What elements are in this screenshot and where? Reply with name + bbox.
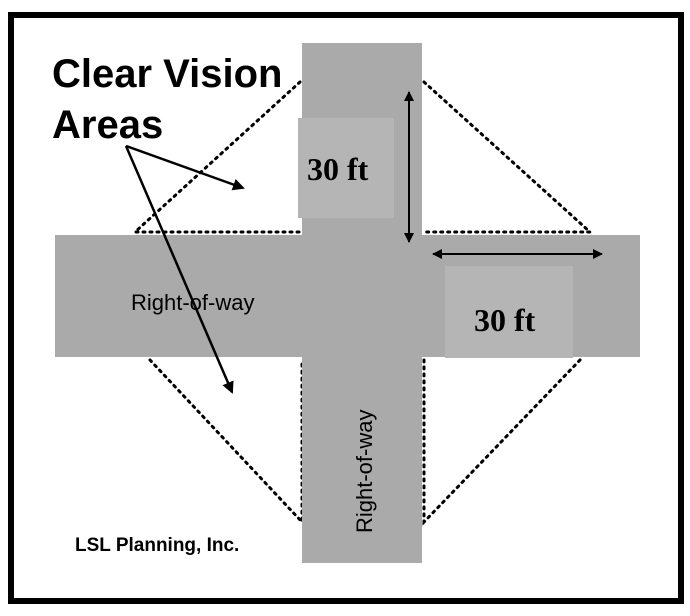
dimension-label-horizontal: 30 ft <box>474 302 536 338</box>
right-of-way-label-vertical: Right-of-way <box>352 410 377 533</box>
triangle-bottom-right <box>422 358 582 526</box>
right-of-way-label-horizontal: Right-of-way <box>131 290 254 315</box>
triangle-bottom-left <box>148 358 304 526</box>
title-line-2: Areas <box>52 103 163 147</box>
pointer-arrow-upper <box>125 144 245 191</box>
triangle-top-right <box>422 80 594 234</box>
triangle-top-left <box>131 80 302 234</box>
dimension-label-box-horizontal <box>445 266 573 358</box>
dimension-label-vertical: 30 ft <box>307 151 369 187</box>
pointer-arrow-lower <box>124 145 234 394</box>
credit-text: LSL Planning, Inc. <box>75 535 239 556</box>
dimension-label-box-vertical <box>298 118 394 218</box>
title-line-1: Clear Vision <box>52 52 282 96</box>
